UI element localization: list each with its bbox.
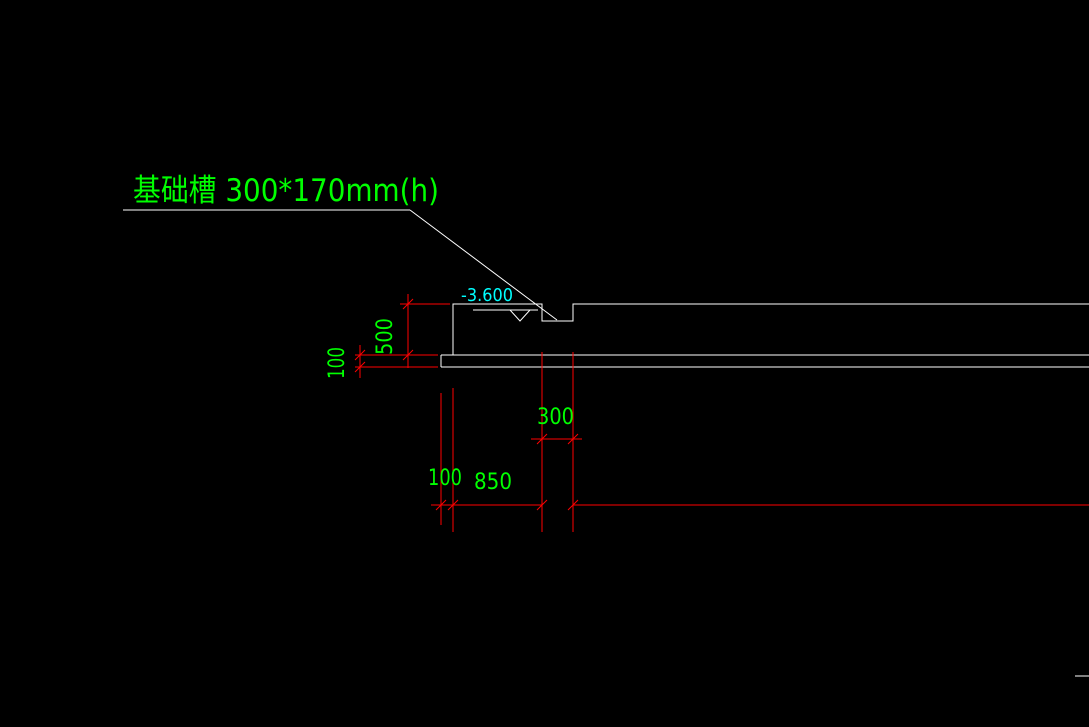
dim-850-tick-right — [536, 499, 548, 511]
dim-100h-tick-right — [447, 499, 459, 511]
slab-top-outline — [452, 303, 1089, 355]
dim-500-tick-bottom — [402, 349, 414, 361]
dim-100v-tick-top — [354, 349, 366, 361]
dim-100-vertical-text: 100 — [325, 347, 350, 379]
leader-annotation: 基础槽 300*170mm(h) — [123, 173, 558, 321]
dim-500-text: 500 — [373, 318, 398, 355]
dim-chain-tick-far — [567, 499, 579, 511]
trench-label: 基础槽 300*170mm(h) — [133, 173, 439, 209]
dim-500-tick-top — [402, 298, 414, 310]
dim-850-text: 850 — [474, 470, 512, 495]
dimension-texts: 500 100 300 100 850 — [325, 318, 574, 495]
dim-300-text: 300 — [537, 405, 574, 430]
section-geometry — [440, 303, 1089, 677]
leader-line — [409, 209, 558, 321]
dim-100h-tick-left — [435, 499, 447, 511]
dim-300-tick-right — [567, 433, 579, 445]
elevation-label: -3.600 — [461, 285, 513, 306]
dim-100v-tick-bottom — [354, 361, 366, 373]
dim-100-horizontal-text: 100 — [428, 466, 462, 491]
dim-300-tick-left — [536, 433, 548, 445]
dimension-lines — [354, 294, 1089, 532]
elevation-triangle — [509, 309, 531, 322]
